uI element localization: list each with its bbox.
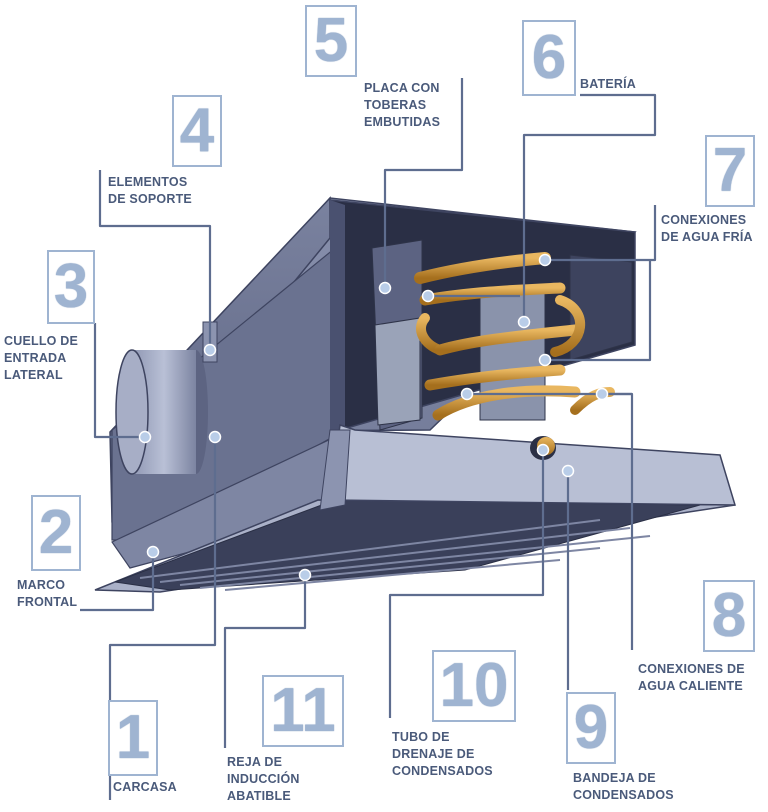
label-4-line-1: ELEMENTOS [108,175,188,189]
callout-label-7: CONEXIONES DE AGUA FRÍA [661,212,753,246]
callout-number-7: 7 [705,135,755,207]
inlet-collar-opening [115,349,149,475]
leader-7a [545,205,657,262]
callout-label-2: MARCO FRONTAL [17,577,77,611]
label-6-line-1: BATERÍA [580,77,637,91]
callout-label-8: CONEXIONES DE AGUA CALIENTE [638,661,745,695]
callout-number-5: 5 [305,5,357,77]
leader-10 [388,450,545,718]
leader-3 [93,323,145,439]
callout-number-9: 9 [566,692,616,764]
label-3-line-3: LATERAL [4,368,63,382]
condensate-tray-side [319,429,351,511]
label-3-line-1: CUELLO DE [4,334,79,348]
label-8-line-1: CONEXIONES DE [638,662,745,676]
label-2-line-1: MARCO [17,578,66,592]
label-4-line-2: DE SOPORTE [108,192,192,206]
label-5-line-1: PLACA CON [364,81,440,95]
callout-label-4: ELEMENTOS DE SOPORTE [108,174,192,208]
callout-label-1: CARCASA [113,779,177,796]
label-8-line-2: AGUA CALIENTE [638,679,743,693]
label-5-line-3: EMBUTIDAS [364,115,441,129]
leader-11 [223,575,307,748]
grille-slats [139,519,651,591]
leader-6 [522,93,657,322]
label-11-line-3: ABATIBLE [227,789,291,803]
leader-7b [545,260,652,362]
callout-number-8: 8 [703,580,755,652]
callout-label-3: CUELLO DE ENTRADA LATERAL [4,333,78,384]
callout-number-2: 2 [31,495,81,571]
condensate-tray [329,424,737,506]
callout-label-9: BANDEJA DE CONDENSADOS [573,770,674,804]
callout-number-4: 4 [172,95,222,167]
leader-2 [80,552,155,612]
callout-number-11: 11 [262,675,344,747]
label-9-line-2: CONDENSADOS [573,788,674,802]
callout-label-6: BATERÍA [580,76,636,93]
callout-number-1: 1 [108,700,158,776]
label-5-line-2: TOBERAS [364,98,427,112]
copper-coils [414,252,615,421]
callout-number-10: 10 [432,650,516,722]
coil-panel-left [374,317,421,426]
callout-label-11: REJA DE INDUCCIÓN ABATIBLE [227,754,300,805]
label-2-line-2: FRONTAL [17,595,78,609]
label-11-line-2: INDUCCIÓN [227,772,300,786]
callout-label-10: TUBO DE DRENAJE DE CONDENSADOS [392,729,493,780]
interior-back-wall [330,200,345,430]
label-7-line-1: CONEXIONES [661,213,747,227]
label-7-line-2: DE AGUA FRÍA [661,230,753,244]
label-11-line-1: REJA DE [227,755,283,769]
leader-4 [98,170,212,350]
callout-number-3: 3 [47,250,95,324]
label-9-line-1: BANDEJA DE [573,771,656,785]
label-3-line-2: ENTRADA [4,351,67,365]
leader-5 [383,78,464,288]
label-10-line-1: TUBO DE [392,730,450,744]
label-10-line-3: CONDENSADOS [392,764,493,778]
label-1-line-1: CARCASA [113,780,177,794]
label-10-line-2: DRENAJE DE [392,747,475,761]
callout-label-5: PLACA CON TOBERAS EMBUTIDAS [364,80,440,131]
callout-number-6: 6 [522,20,576,96]
anchor-dots [138,253,609,582]
